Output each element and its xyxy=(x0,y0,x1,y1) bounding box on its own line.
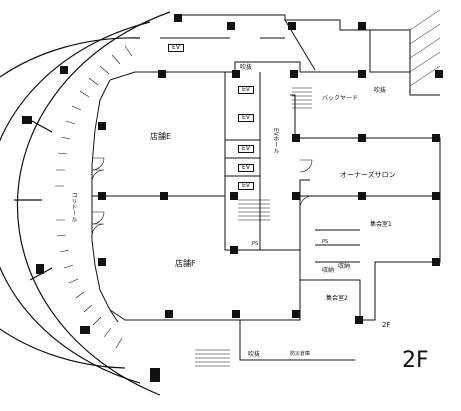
small-room-label: 防災倉庫 xyxy=(290,351,311,357)
void-label-bottom: 吹抜 xyxy=(248,351,261,358)
void-label-right: 吹抜 xyxy=(374,87,387,94)
room-shop-f: 店舗F xyxy=(175,259,196,268)
void-label-top: 吹抜 xyxy=(240,64,253,71)
walls xyxy=(91,14,441,361)
room-shop-e: 店舗E xyxy=(150,132,172,141)
level-marker: 2F xyxy=(382,321,391,329)
room-meeting-2: 集会室2 xyxy=(326,295,348,302)
room-back-yard: バックヤード xyxy=(322,95,359,102)
room-storage-1: 収納 xyxy=(338,263,351,270)
room-storage-2: 収納 xyxy=(322,267,335,274)
outer-curved-terrace xyxy=(0,11,171,396)
room-meeting-1: 集会室1 xyxy=(370,221,392,228)
pipe-shaft-label: PS xyxy=(252,241,259,247)
structural-columns xyxy=(22,14,443,382)
ev-hall-label: EVホール xyxy=(272,128,279,154)
corridor-label: コリドール xyxy=(70,192,77,222)
elevator-3: EV xyxy=(238,114,254,122)
pipe-shaft-label-2: PS xyxy=(322,239,329,245)
doors xyxy=(91,157,313,237)
room-owners-salon: オーナーズサロン xyxy=(340,171,396,179)
stair-treads xyxy=(195,87,312,367)
elevator-2: EV xyxy=(238,86,254,94)
floor-label: 2F xyxy=(402,348,429,373)
elevator-4: EV xyxy=(238,145,254,153)
terrace-steps xyxy=(55,45,133,349)
elevator-1: EV xyxy=(168,44,184,52)
elevator-6: EV xyxy=(238,182,254,190)
void-hatch xyxy=(409,9,441,87)
elevator-5: EV xyxy=(238,164,254,172)
